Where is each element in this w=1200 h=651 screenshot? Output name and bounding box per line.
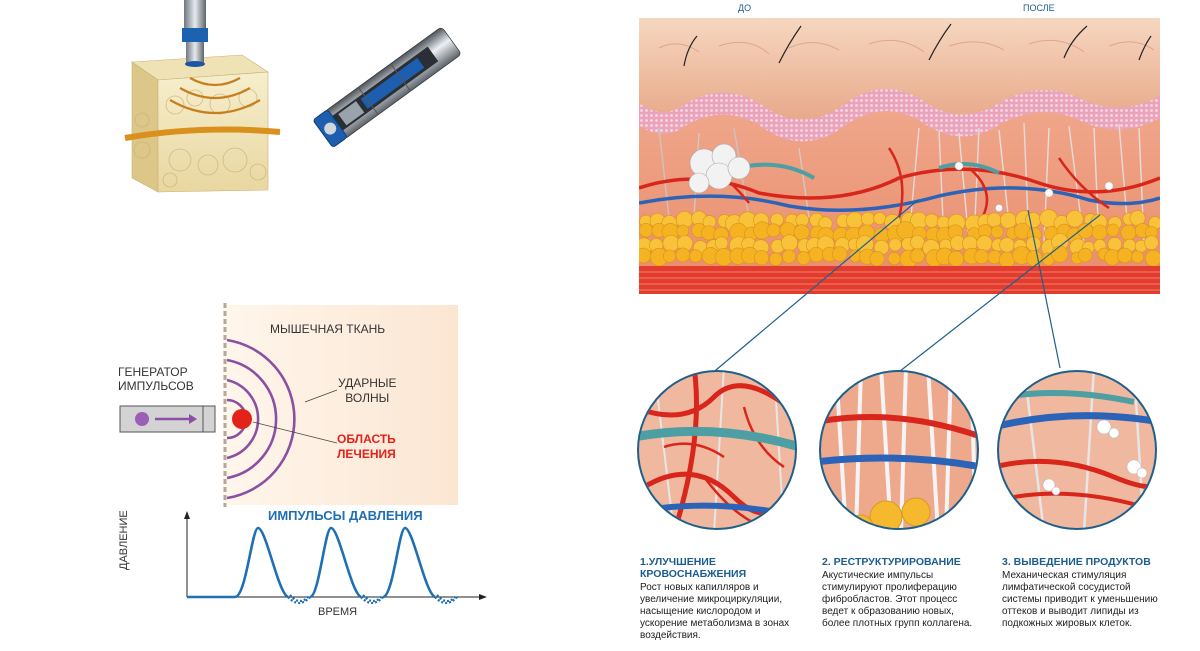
effect-3-line: системы приводит к уменьшению: [1002, 594, 1158, 605]
generator-label-line2: ИМПУЛЬСОВ: [118, 379, 194, 393]
shock-waves-label-line1: УДАРНЫЕ: [338, 376, 397, 390]
muscle-tissue-label: МЫШЕЧНАЯ ТКАНЬ: [270, 322, 386, 336]
effect-2-line: ведет к образованию новых,: [822, 606, 954, 617]
shock-waves-label-line2: ВОЛНЫ: [345, 391, 390, 405]
fat-cell: [1066, 210, 1084, 228]
magnifier-leader-lines: [709, 199, 1101, 376]
effect-1-description: Рост новых капилляров и увеличение микро…: [640, 582, 789, 642]
fat-cell-layer: [639, 209, 1160, 269]
effect-3-description: Механическая стимуляция лимфатической со…: [1002, 570, 1158, 630]
applicator-cutaway-illustration: [313, 27, 461, 147]
shock-waves-label: УДАРНЫЕ ВОЛНЫ: [338, 376, 397, 406]
effect-2-line: Акустические импульсы: [822, 570, 934, 581]
effect-1-line: Рост новых капилляров и: [640, 582, 759, 593]
effect-3-title: 3. ВЫВЕДЕНИЕ ПРОДУКТОВ: [1002, 556, 1151, 568]
generator-label: ГЕНЕРАТОР ИМПУЛЬСОВ: [118, 365, 194, 393]
effect-2-line: стимулируют пролиферацию: [822, 582, 957, 593]
effect-1-line: воздействия.: [640, 630, 701, 641]
effect-2-description: Акустические импульсы стимулируют пролиф…: [822, 570, 972, 630]
fat-cell: [1077, 247, 1093, 263]
pressure-pulse-curve: [187, 526, 436, 599]
applicator-tissue-illustration: [124, 0, 281, 193]
magnified-circle-restructuring: [819, 370, 979, 530]
shock-waves: [226, 338, 296, 500]
fat-cell: [909, 248, 925, 264]
before-label: ДО: [738, 3, 752, 13]
effect-1-line: насыщение кислородом и: [640, 606, 761, 617]
effect-1-title: 1.УЛУЧШЕНИЕ КРОВОСНАБЖЕНИЯ: [640, 556, 746, 580]
treatment-area-dot: [232, 409, 252, 429]
effect-3-title-line1: 3. ВЫВЕДЕНИЕ ПРОДУКТОВ: [1002, 556, 1151, 568]
fat-cell: [769, 252, 783, 266]
generator-label-line1: ГЕНЕРАТОР: [118, 365, 188, 379]
fat-cell: [1106, 223, 1120, 237]
skin-cross-section: [639, 18, 1160, 294]
projectile-icon: [135, 412, 149, 426]
y-axis-label: ДАВЛЕНИЕ: [118, 510, 130, 570]
fat-cell: [832, 246, 848, 262]
fat-cell: [753, 250, 770, 266]
effect-3-line: лимфатической сосудистой: [1002, 582, 1131, 593]
pressure-pulse-undershoot: [287, 594, 458, 605]
fat-cell: [990, 225, 1004, 239]
treatment-area-label: ОБЛАСТЬ ЛЕЧЕНИЯ: [337, 432, 396, 462]
magnified-circle-blood-supply: [637, 370, 797, 530]
effect-2-line: более плотных групп коллагена.: [822, 618, 973, 629]
effect-2-line: фибробластов. Этот процесс: [822, 594, 958, 605]
treatment-area-label-line2: ЛЕЧЕНИЯ: [337, 447, 396, 461]
effect-1-title-line2: КРОВОСНАБЖЕНИЯ: [640, 568, 747, 580]
effect-3-line: подкожных жировых клеток.: [1002, 618, 1133, 629]
effect-3-line: Механическая стимуляция: [1002, 570, 1127, 581]
muscle-tissue-area: [223, 305, 458, 505]
shockwave-principle-diagram: [119, 303, 487, 605]
magnified-circle-drainage: [997, 370, 1157, 530]
effect-1-line: ускорение метаболизма в зонах: [640, 618, 790, 629]
effect-2-title-line1: 2. РЕСТРУКТУРИРОВАНИЕ: [822, 556, 961, 568]
effect-2-title: 2. РЕСТРУКТУРИРОВАНИЕ: [822, 556, 961, 568]
effect-1-title-line1: 1.УЛУЧШЕНИЕ: [640, 556, 716, 568]
fat-cell: [782, 249, 796, 264]
pressure-pulses-title: ИМПУЛЬСЫ ДАВЛЕНИЯ: [268, 508, 423, 523]
treatment-area-label-line1: ОБЛАСТЬ: [337, 432, 396, 446]
effect-3-line: оттеков и выводит липиды из: [1002, 606, 1139, 617]
fat-cell: [1131, 250, 1144, 264]
fat-cell: [1144, 235, 1159, 251]
x-axis-label: ВРЕМЯ: [318, 606, 358, 618]
after-label: ПОСЛЕ: [1023, 3, 1055, 13]
effect-1-line: увеличение микроциркуляции,: [640, 594, 783, 605]
